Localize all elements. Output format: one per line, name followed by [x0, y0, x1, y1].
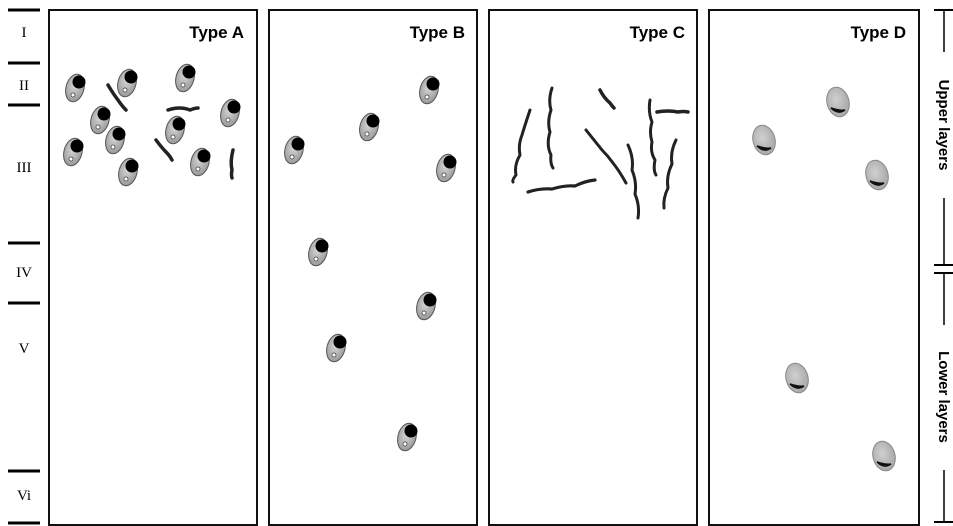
cell-body: [823, 85, 852, 120]
fiber-process: [657, 111, 688, 112]
labeled-cell: [103, 124, 128, 156]
dark-nucleus: [316, 240, 329, 253]
cell-nucleolus: [425, 95, 429, 99]
dark-nucleus: [427, 78, 440, 91]
labeled-cell: [188, 146, 213, 178]
dark-nucleus: [334, 336, 347, 349]
panel-title-type-c: Type C: [630, 23, 685, 42]
cell-nucleolus: [123, 88, 127, 92]
cell-body: [869, 439, 898, 474]
labeled-cell: [116, 156, 141, 188]
cell-nucleolus: [442, 173, 446, 177]
fiber-process: [649, 100, 656, 175]
fiber-process: [231, 150, 233, 178]
labeled-cell: [88, 104, 113, 136]
fiber-process: [168, 108, 198, 110]
cell-nucleolus: [365, 132, 369, 136]
dark-nucleus: [183, 66, 196, 79]
labeled-cell: [417, 74, 442, 106]
panel-type-c: [489, 10, 697, 525]
cell-body: [749, 123, 778, 158]
dark-nucleus: [126, 160, 139, 173]
dark-nucleus: [71, 140, 84, 153]
cell-nucleolus: [422, 311, 426, 315]
labeled-cell: [324, 332, 349, 364]
cell-nucleolus: [181, 83, 185, 87]
layer-scale: I II III IV V Vi: [8, 10, 40, 523]
region-bracket: Upper layers Lower layers: [934, 10, 953, 522]
lower-layers-label: Lower layers: [935, 351, 952, 443]
layer-label-vi: Vi: [17, 488, 31, 504]
cells-layer: [61, 62, 899, 473]
cell-nucleolus: [96, 125, 100, 129]
cell-nucleolus: [196, 167, 200, 171]
labeled-cell: [218, 97, 243, 129]
labeled-cell: [357, 111, 382, 143]
fiber-process: [664, 140, 676, 208]
fiber-process: [513, 110, 530, 182]
dark-nucleus: [424, 294, 437, 307]
labeled-cell: [61, 136, 86, 168]
dark-nucleus: [228, 101, 241, 114]
panel-title-type-b: Type B: [410, 23, 465, 42]
layer-label-ii: II: [19, 78, 29, 94]
cell-nucleolus: [403, 442, 407, 446]
dark-nucleus: [173, 118, 186, 131]
fiber-process: [628, 145, 639, 218]
labeled-cell: [282, 134, 307, 166]
pale-cell: [823, 85, 852, 120]
dark-nucleus: [125, 71, 138, 84]
dark-nucleus: [98, 108, 111, 121]
cell-nucleolus: [332, 353, 336, 357]
fibers-layer: [108, 85, 688, 218]
pale-cell: [782, 361, 811, 396]
layer-label-iv: IV: [16, 265, 32, 281]
cell-nucleolus: [171, 135, 175, 139]
fiber-process: [600, 90, 614, 108]
labeled-cell: [434, 152, 459, 184]
labeled-cell: [163, 114, 188, 146]
dark-nucleus: [113, 128, 126, 141]
labeled-cell: [306, 236, 331, 268]
labeled-cell: [395, 421, 420, 453]
cell-body: [782, 361, 811, 396]
labeled-cell: [173, 62, 198, 94]
cell-nucleolus: [69, 157, 73, 161]
cell-nucleolus: [226, 118, 230, 122]
layer-label-v: V: [19, 341, 30, 357]
layer-label-i: I: [22, 25, 27, 41]
panel-type-b: [269, 10, 477, 525]
layer-label-iii: III: [17, 160, 32, 176]
dark-nucleus: [367, 115, 380, 128]
fiber-process: [586, 130, 626, 183]
fiber-process: [548, 88, 553, 168]
pale-cell: [862, 158, 891, 193]
dark-nucleus: [405, 425, 418, 438]
labeled-cell: [414, 290, 439, 322]
cell-nucleolus: [111, 145, 115, 149]
upper-layers-label: Upper layers: [935, 80, 952, 171]
cell-body: [862, 158, 891, 193]
dark-nucleus: [444, 156, 457, 169]
cell-nucleolus: [124, 177, 128, 181]
labeled-cell: [63, 72, 88, 104]
dark-nucleus: [292, 138, 305, 151]
pale-cell: [869, 439, 898, 474]
cell-nucleolus: [314, 257, 318, 261]
fiber-process: [528, 180, 595, 192]
panel-title-type-a: Type A: [189, 23, 244, 42]
labeled-cell: [115, 67, 140, 99]
pale-cell: [749, 123, 778, 158]
cell-nucleolus: [71, 93, 75, 97]
cell-nucleolus: [290, 155, 294, 159]
panel-title-type-d: Type D: [851, 23, 906, 42]
dark-nucleus: [198, 150, 211, 163]
dark-nucleus: [73, 76, 86, 89]
